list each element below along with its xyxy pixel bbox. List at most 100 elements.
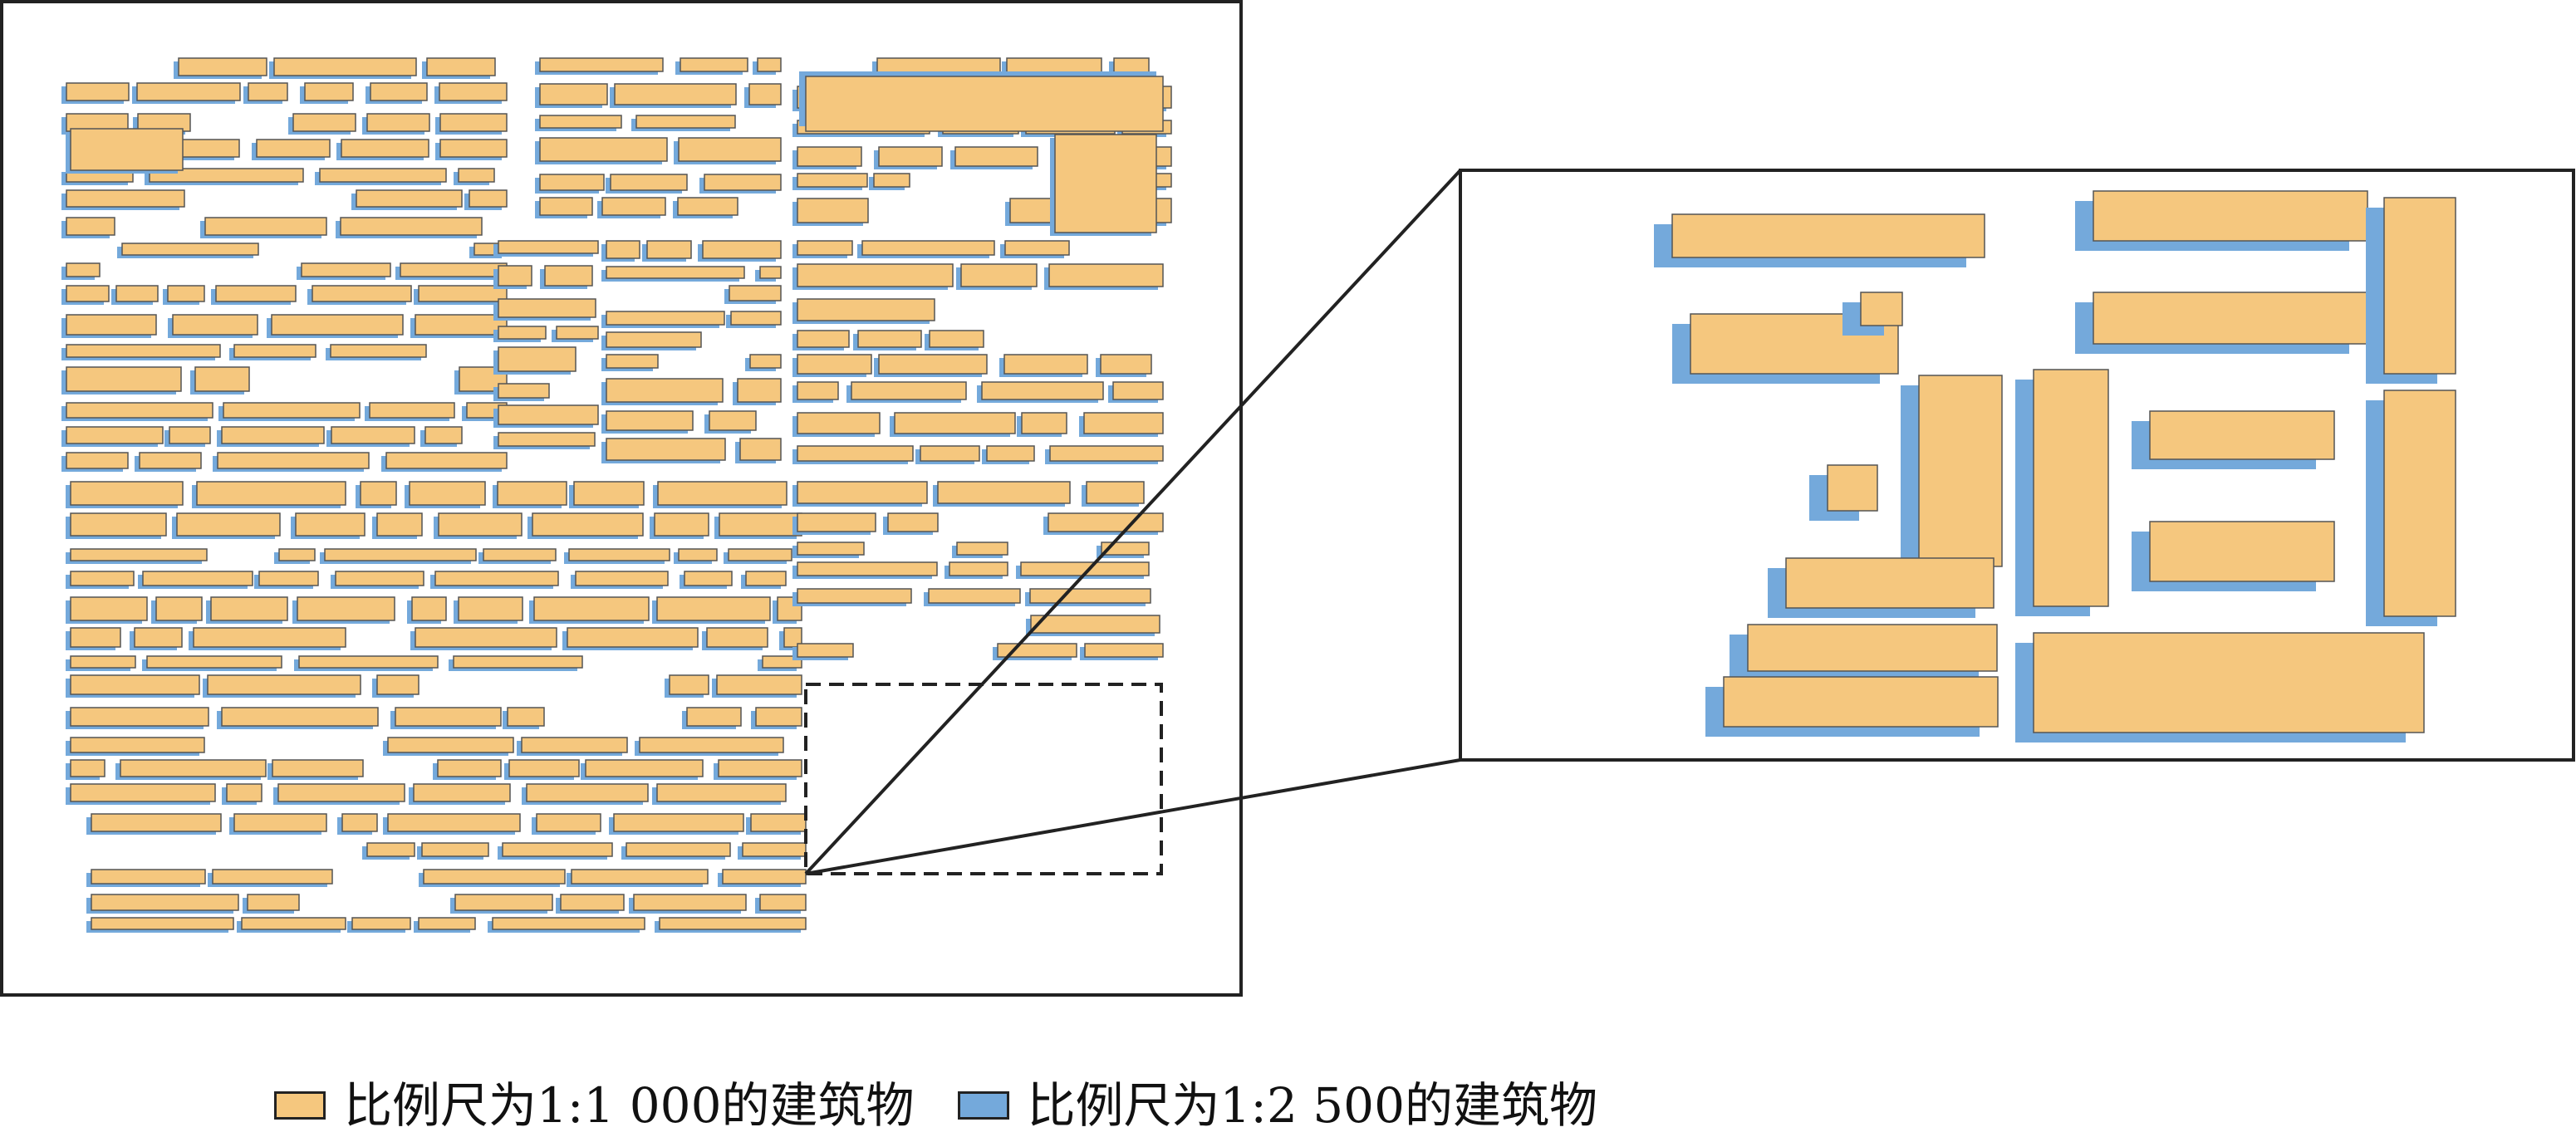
building-footprint-1-1000 [277, 783, 405, 802]
zoom-leader-line-top [804, 169, 1462, 875]
building-footprint-1-1000 [258, 571, 319, 586]
building-footprint-1-1000 [411, 596, 447, 621]
building-footprint-1-1000 [366, 842, 415, 857]
building-footprint-1-1000 [737, 378, 782, 403]
building-footprint-1-1000 [212, 869, 333, 885]
building-footprint-1-1000 [215, 285, 297, 302]
building-footprint-1-1000 [498, 404, 599, 425]
building-footprint-1-1000 [722, 869, 807, 885]
building-footprint-1-1000 [960, 263, 1038, 287]
building-footprint-1-1000 [2149, 521, 2335, 582]
building-footprint-1-1000 [298, 655, 439, 669]
building-footprint-1-1000 [797, 643, 854, 658]
building-footprint-1-1000 [539, 57, 664, 72]
building-footprint-1-1000 [233, 813, 327, 832]
building-footprint-1-1000 [196, 481, 346, 506]
building-footprint-1-1000 [439, 139, 508, 158]
building-footprint-1-1000 [606, 438, 726, 461]
building-footprint-1-1000 [1100, 354, 1152, 375]
building-footprint-1-1000 [458, 168, 495, 183]
building-footprint-1-1000 [539, 137, 668, 162]
building-footprint-1-1000 [797, 542, 865, 556]
building-footprint-1-1000 [91, 869, 206, 885]
building-footprint-1-1000 [247, 894, 300, 911]
zoom-leader-line-bottom [805, 758, 1461, 875]
building-footprint-1-1000 [366, 113, 430, 132]
building-footprint-1-1000 [857, 330, 922, 348]
building-footprint-1-1000 [762, 655, 802, 669]
building-footprint-1-1000 [210, 596, 288, 621]
building-footprint-1-1000 [606, 331, 702, 348]
building-footprint-1-1000 [66, 366, 182, 392]
building-footprint-1-1000 [606, 410, 694, 431]
building-footprint-1-1000 [521, 737, 628, 753]
building-footprint-1-1000 [887, 512, 939, 532]
building-footprint-1-1000 [453, 655, 583, 669]
building-footprint-1-1000 [1048, 263, 1164, 287]
building-footprint-1-1000 [278, 548, 316, 561]
building-footprint-1-1000 [568, 548, 670, 561]
building-footprint-1-1000 [70, 627, 121, 648]
building-footprint-1-1000 [805, 76, 1164, 132]
building-footprint-1-1000 [873, 173, 910, 188]
building-footprint-1-1000 [439, 82, 508, 101]
building-footprint-1-1000 [573, 481, 645, 506]
building-footprint-1-1000 [139, 452, 202, 469]
building-footprint-1-1000 [539, 115, 622, 129]
building-footprint-1-1000 [706, 627, 768, 648]
building-footprint-1-1000 [91, 813, 222, 832]
building-footprint-1-1000 [66, 426, 164, 444]
building-footprint-1-1000 [301, 262, 391, 277]
building-footprint-1-1000 [539, 197, 593, 216]
building-footprint-1-1000 [356, 189, 463, 208]
building-footprint-1-1000 [178, 57, 267, 76]
building-footprint-1-1000 [1054, 134, 1157, 233]
building-footprint-1-1000 [539, 83, 608, 105]
building-footprint-1-1000 [2093, 190, 2368, 242]
building-footprint-1-1000 [851, 381, 967, 400]
building-footprint-1-1000 [376, 674, 420, 695]
building-footprint-1-1000 [2033, 369, 2109, 607]
building-footprint-1-1000 [981, 381, 1104, 400]
building-footprint-1-1000 [498, 383, 550, 399]
legend-label-scale-1000: 比例尺为1:1 000的建筑物 [344, 1077, 915, 1134]
building-footprint-1-1000 [207, 674, 361, 695]
building-footprint-1-1000 [120, 759, 267, 777]
building-footprint-1-1000 [1785, 557, 1995, 609]
building-footprint-1-1000 [415, 627, 557, 648]
building-footprint-1-1000 [70, 128, 184, 171]
building-footprint-1-1000 [657, 481, 788, 506]
building-footprint-1-1000 [395, 707, 502, 727]
building-footprint-1-1000 [2383, 390, 2456, 617]
building-footprint-1-1000 [434, 571, 559, 586]
legend-swatch-scale-2500 [957, 1091, 1009, 1120]
legend: 比例尺为1:1 000的建筑物 比例尺为1:2 500的建筑物 [274, 1074, 1641, 1137]
building-footprint-1-1000 [66, 452, 129, 469]
building-footprint-1-1000 [684, 571, 733, 586]
building-footprint-1-1000 [418, 917, 476, 930]
building-footprint-1-1000 [1112, 381, 1164, 400]
building-footprint-1-1000 [797, 173, 868, 188]
building-footprint-1-1000 [797, 263, 954, 287]
building-footprint-1-1000 [755, 707, 802, 727]
building-footprint-1-1000 [730, 311, 782, 326]
building-footprint-1-1000 [70, 596, 148, 621]
building-footprint-1-1000 [335, 571, 424, 586]
building-footprint-1-1000 [409, 481, 486, 506]
building-footprint-1-1000 [797, 198, 869, 223]
building-footprint-1-1000 [167, 285, 205, 302]
building-footprint-1-1000 [677, 197, 738, 216]
building-footprint-1-1000 [937, 481, 1071, 504]
building-footprint-1-1000 [149, 168, 304, 183]
building-footprint-1-1000 [70, 512, 167, 537]
building-footprint-1-1000 [241, 917, 346, 930]
building-footprint-1-1000 [507, 707, 545, 727]
building-footprint-1-1000 [718, 759, 802, 777]
building-footprint-1-1000 [498, 265, 532, 287]
building-footprint-1-1000 [351, 917, 411, 930]
building-footprint-1-1000 [136, 82, 241, 101]
building-footprint-1-1000 [439, 113, 508, 132]
building-footprint-1-1000 [424, 426, 463, 444]
building-footprint-1-1000 [1021, 412, 1067, 434]
building-footprint-1-1000 [646, 240, 692, 259]
